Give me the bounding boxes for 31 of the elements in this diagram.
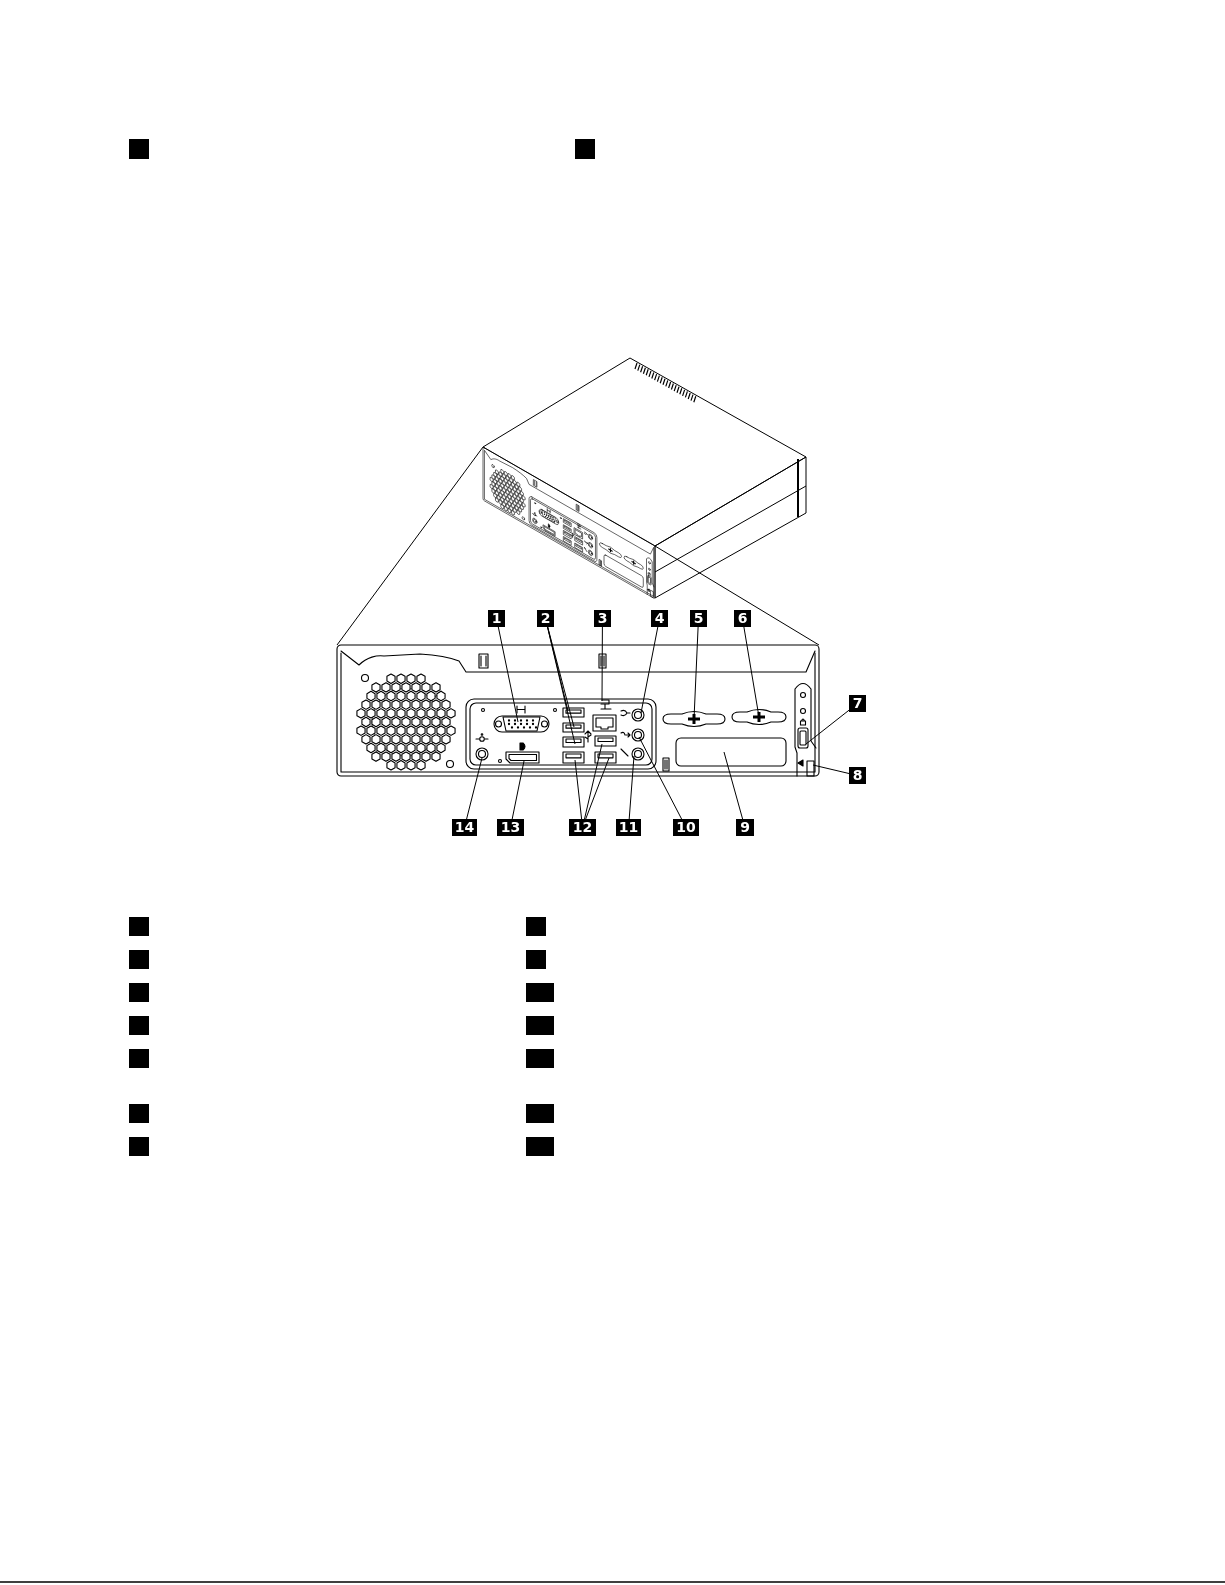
projection-line — [654, 545, 820, 646]
leader-line — [574, 759, 583, 820]
callout-number: 13 — [497, 819, 524, 836]
leader-line — [584, 743, 603, 820]
callout-number: 2 — [537, 610, 554, 627]
desktop-computer-drawing — [482, 357, 807, 599]
callout-number: 3 — [594, 610, 611, 627]
leader-line — [805, 709, 850, 745]
callout-number: 11 — [616, 819, 641, 836]
leader-line — [547, 626, 576, 745]
callout-number: 1 — [488, 610, 505, 627]
callout-number: 6 — [734, 610, 751, 627]
leader-line — [466, 757, 483, 820]
callout-number: 5 — [690, 610, 707, 627]
callout-number: 12 — [569, 819, 596, 836]
callout-number: 8 — [849, 767, 866, 784]
leader-line — [511, 760, 525, 820]
leader-line — [547, 626, 575, 728]
leader-line — [601, 626, 603, 702]
leader-line — [585, 757, 610, 820]
callout-number: 10 — [673, 819, 699, 836]
leader-line — [638, 736, 683, 820]
callout-number: 14 — [452, 819, 477, 836]
callout-number: 7 — [849, 695, 866, 712]
callout-number: 4 — [651, 610, 668, 627]
callout-number: 9 — [736, 819, 754, 836]
leader-line — [640, 626, 659, 714]
leader-line — [628, 755, 635, 820]
leader-line — [812, 764, 850, 774]
leader-line — [497, 626, 519, 723]
leader-line — [723, 751, 744, 820]
